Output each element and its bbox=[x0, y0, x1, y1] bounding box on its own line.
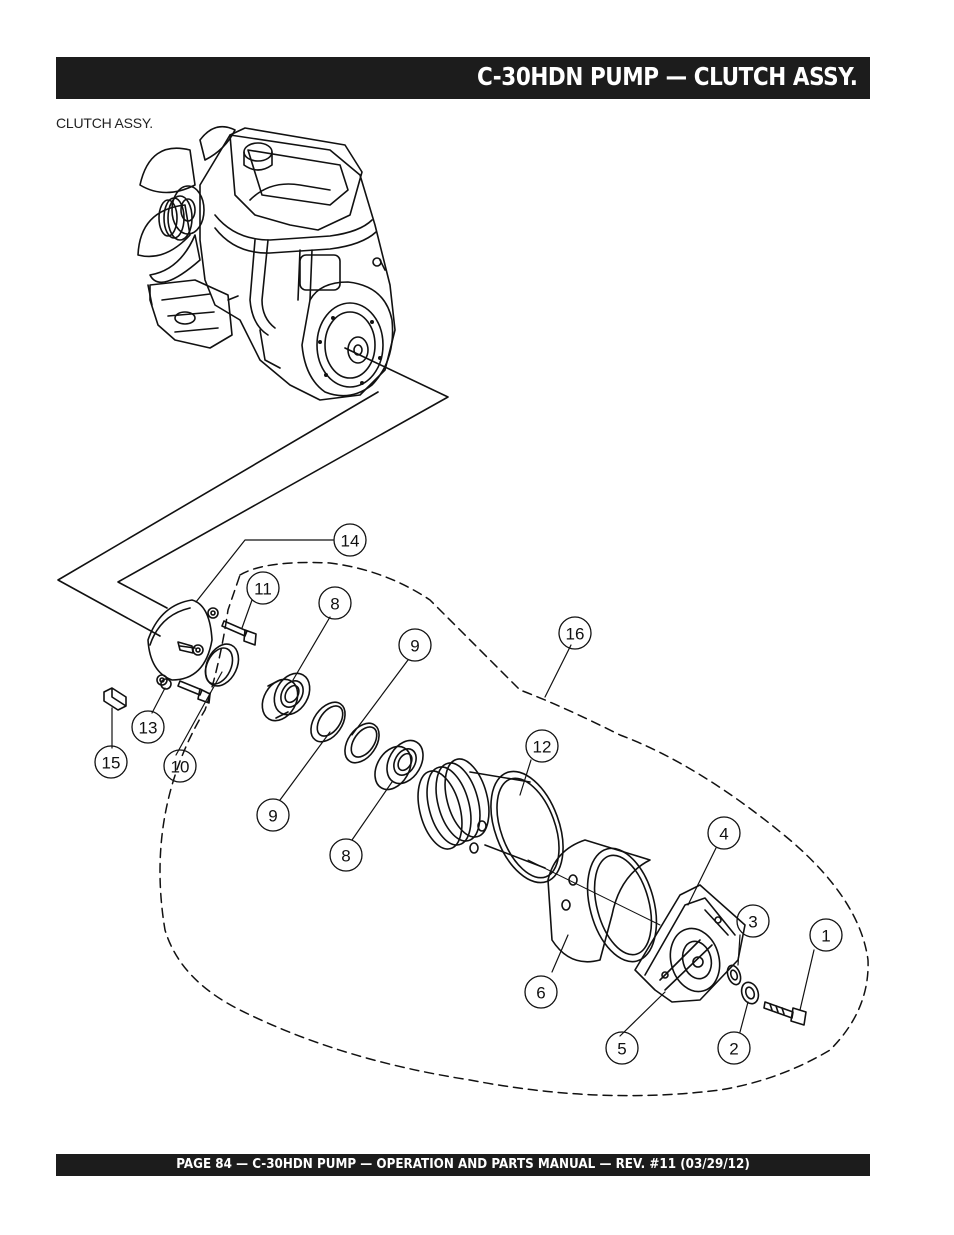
part-12-drum bbox=[417, 758, 564, 884]
callout-8-lower: 8 bbox=[341, 847, 350, 866]
assembly-axis-line bbox=[527, 859, 661, 926]
callout-9-upper: 9 bbox=[410, 637, 419, 656]
part-8-bearing-upper bbox=[261, 672, 311, 722]
part-13-bolt bbox=[160, 678, 211, 704]
callout-10: 10 bbox=[171, 758, 190, 777]
part-4-clutch-hub bbox=[634, 884, 746, 1003]
part-11-bolt bbox=[221, 620, 257, 646]
section-label: CLUTCH ASSY. bbox=[56, 115, 153, 131]
page-title: C-30HDN PUMP — CLUTCH ASSY. bbox=[477, 62, 858, 91]
part-9-ring-lower bbox=[344, 722, 380, 764]
assembly-connector-outline bbox=[57, 347, 449, 637]
part-6-sleeve bbox=[547, 839, 658, 963]
part-3-washer bbox=[726, 964, 742, 986]
callout-9-lower: 9 bbox=[268, 807, 277, 826]
part-15-key bbox=[103, 687, 127, 711]
callout-4: 4 bbox=[719, 825, 728, 844]
part-8-bearing-lower bbox=[374, 739, 424, 791]
page-footer-text: PAGE 84 — C-30HDN PUMP — OPERATION AND P… bbox=[176, 1157, 750, 1172]
leader-lines bbox=[111, 539, 815, 1037]
engine-pulley bbox=[158, 195, 193, 241]
part-1-bolt bbox=[763, 1001, 807, 1026]
part-10-gasket bbox=[204, 643, 240, 687]
callout-3: 3 bbox=[748, 913, 757, 932]
callout-11: 11 bbox=[254, 580, 272, 599]
callout-12: 12 bbox=[533, 738, 552, 757]
part-14-plate bbox=[147, 599, 219, 686]
engine-illustration bbox=[137, 125, 396, 401]
callout-8-upper: 8 bbox=[330, 595, 339, 614]
part-2-washer bbox=[740, 981, 760, 1005]
callout-14: 14 bbox=[341, 532, 360, 551]
kit-boundary-dashed bbox=[159, 561, 869, 1097]
callout-2: 2 bbox=[729, 1040, 738, 1059]
callout-16: 16 bbox=[566, 625, 585, 644]
engine-starter bbox=[149, 279, 233, 349]
callout-5: 5 bbox=[617, 1040, 626, 1059]
callout-15: 15 bbox=[102, 754, 121, 773]
callout-circles bbox=[94, 523, 843, 1065]
callout-6: 6 bbox=[536, 984, 545, 1003]
callout-1: 1 bbox=[821, 927, 830, 946]
engine-block-outline bbox=[199, 134, 396, 401]
callout-13: 13 bbox=[139, 719, 158, 738]
part-9-ring-upper bbox=[310, 701, 346, 743]
page-footer-bar: PAGE 84 — C-30HDN PUMP — OPERATION AND P… bbox=[56, 1154, 870, 1176]
page-header-bar: C-30HDN PUMP — CLUTCH ASSY. bbox=[56, 57, 870, 99]
